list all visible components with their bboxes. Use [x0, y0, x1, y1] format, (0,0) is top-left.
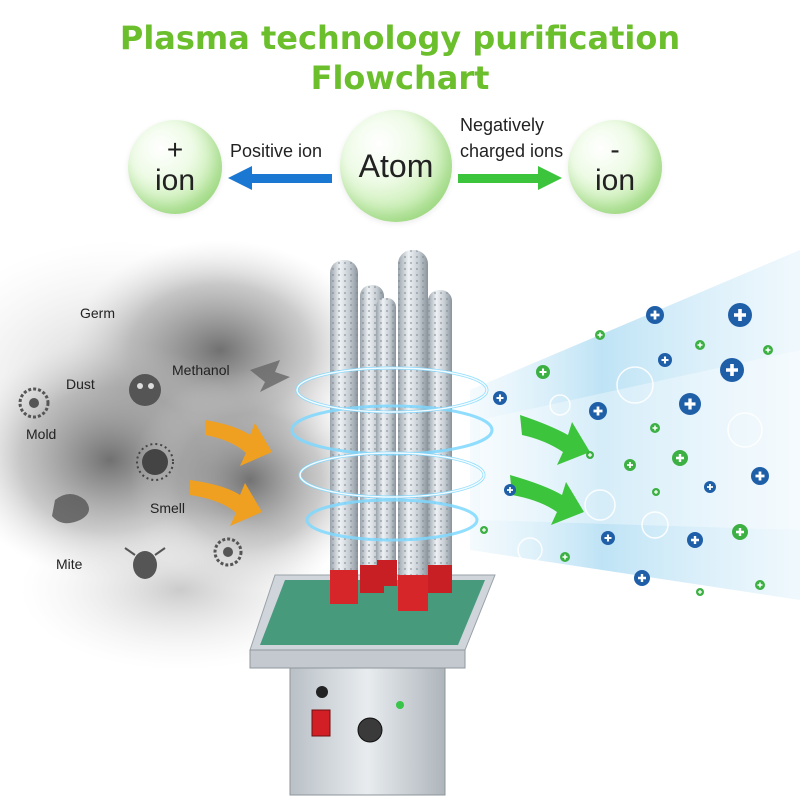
ion-plus-mark	[736, 528, 744, 536]
positive-ion-word: ion	[154, 164, 196, 197]
positive-ion-label: Positive ion	[230, 141, 323, 161]
mold-icon	[18, 387, 50, 419]
outlet-arrow	[520, 415, 590, 465]
methanol-icon	[250, 360, 290, 392]
ion-plus-mark	[650, 310, 660, 320]
ion-plus-mark	[765, 347, 771, 353]
atom-bubble: Atom	[340, 110, 452, 222]
ion-plus-mark	[597, 332, 603, 338]
negative-ion-label: Negatively charged ions	[460, 112, 563, 164]
ion-plus-mark	[697, 342, 703, 348]
ion-plus-mark	[698, 590, 702, 594]
ion-plus-mark	[604, 534, 612, 542]
pollutant-label-germ: Germ	[80, 305, 115, 321]
ion-particles	[480, 303, 773, 596]
pollutant-label-smell: Smell	[150, 500, 186, 516]
ion-plus-mark	[539, 368, 547, 376]
ion-plus-mark	[757, 582, 763, 588]
adjustment-knob	[357, 717, 383, 743]
indicator-light	[316, 686, 328, 698]
negative-ion-label-line1: Negatively	[460, 115, 545, 135]
ion-plus-mark	[482, 528, 486, 532]
power-switch	[311, 709, 331, 737]
ion-plus-mark	[726, 364, 738, 376]
positive-ion-bubble: + ion	[128, 120, 222, 214]
purification-illustration	[0, 240, 800, 796]
pollutant-label-dust: Dust	[66, 376, 95, 392]
intake-arrow	[205, 420, 272, 466]
ion-plus-mark	[676, 454, 684, 462]
positive-ion-symbol: +	[166, 134, 184, 165]
ion-plus-mark	[507, 487, 513, 493]
smell-icon	[136, 443, 174, 481]
dust-icon	[52, 494, 89, 524]
electrode-tubes	[330, 250, 452, 611]
ion-plus-mark	[691, 536, 699, 544]
outlet-arrow	[510, 475, 584, 525]
mite-icon	[124, 547, 166, 579]
air-bubbles	[513, 318, 763, 563]
ion-plus-mark	[638, 574, 646, 582]
atom-word: Atom	[358, 148, 434, 184]
ion-plus-mark	[627, 462, 633, 468]
flow-arrows	[228, 166, 562, 190]
negative-ion-symbol: -	[610, 134, 620, 165]
ion-plus-mark	[734, 309, 746, 321]
ion-plus-mark	[562, 554, 568, 560]
clean-air-beam	[480, 350, 800, 530]
ion-plus-mark	[652, 425, 658, 431]
ion-plus-mark	[593, 406, 603, 416]
negative-ion-word: ion	[594, 164, 636, 197]
diagram-subtitle: Flowchart	[310, 59, 490, 97]
ion-plus-mark	[496, 394, 504, 402]
germ-icon	[213, 537, 243, 567]
ion-plus-mark	[707, 484, 713, 490]
positive-ion-arrow	[228, 166, 332, 190]
diagram-title: Plasma technology purification	[119, 19, 681, 57]
status-led	[396, 701, 404, 709]
ion-plus-mark	[684, 398, 696, 410]
pollutant-label-mold: Mold	[26, 426, 57, 442]
negative-ion-bubble: - ion	[568, 120, 662, 214]
negative-ion-arrow	[458, 166, 562, 190]
ion-plus-mark	[755, 471, 765, 481]
ion-plus-mark	[654, 490, 658, 494]
germ-icon	[129, 374, 161, 406]
purifier-device	[249, 574, 496, 796]
intake-arrow	[190, 480, 262, 526]
negative-ion-label-line2: charged ions	[460, 141, 564, 161]
pollutant-label-methanol: Methanol	[172, 362, 230, 378]
clean-air-beam	[470, 250, 800, 600]
pollutant-label-mite: Mite	[56, 556, 83, 572]
ion-plus-mark	[588, 453, 592, 457]
ion-plus-mark	[661, 356, 669, 364]
